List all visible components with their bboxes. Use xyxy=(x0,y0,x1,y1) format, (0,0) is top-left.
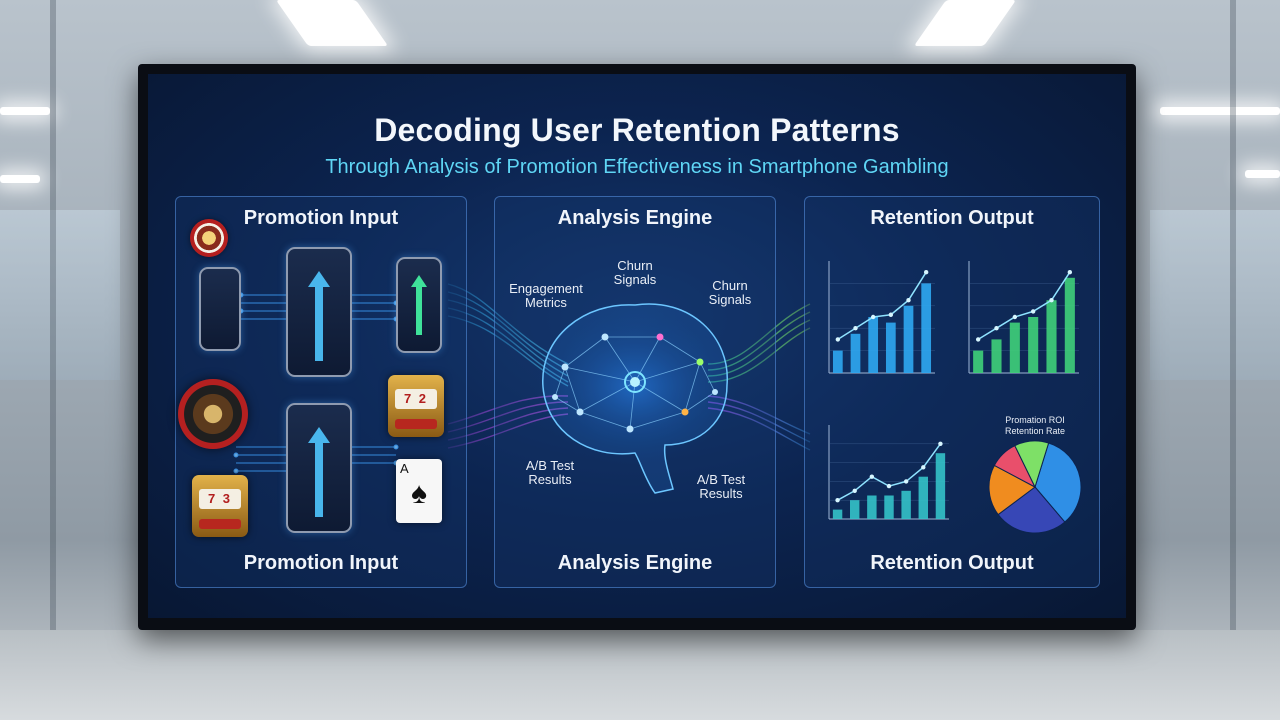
pie-slice xyxy=(988,464,1036,516)
chart-bar xyxy=(901,490,911,519)
trend-point xyxy=(835,498,840,503)
smartphone-large-bottom xyxy=(286,403,352,533)
trend-point xyxy=(938,441,943,446)
promotion-roi-pie-chart xyxy=(988,440,1082,534)
trend-point xyxy=(870,314,876,320)
label-churn-signals-right: Churn Signals xyxy=(708,278,752,307)
casino-chip-icon xyxy=(190,219,228,257)
glass-pillar xyxy=(1230,0,1236,720)
panel-footer: Analysis Engine xyxy=(557,552,713,574)
floor xyxy=(0,630,1280,720)
glass-pillar xyxy=(50,0,56,720)
ceiling-light xyxy=(0,175,40,183)
slide-display: Decoding User Retention Patterns Through… xyxy=(148,74,1126,618)
smartphone-large-top xyxy=(286,247,352,377)
trend-point xyxy=(835,337,841,342)
panel-heading: Promotion Input xyxy=(243,207,399,229)
ceiling-light xyxy=(0,107,50,115)
smartphone-small-left xyxy=(199,267,241,351)
wall-monitor: Decoding User Retention Patterns Through… xyxy=(138,64,1136,630)
chart-bar xyxy=(850,333,861,373)
panel-promotion-input: Promotion Input Promotion Input xyxy=(175,196,467,588)
retention-chart-2 xyxy=(968,261,1079,374)
chart-bar xyxy=(885,322,896,373)
card-rank: A xyxy=(400,461,409,476)
trend-point xyxy=(886,483,892,489)
neural-brain-icon xyxy=(525,302,745,494)
spade-icon: ♠ xyxy=(411,477,427,510)
trend-point xyxy=(921,465,926,470)
office-window xyxy=(0,210,120,380)
trend-point xyxy=(975,337,981,342)
trend-point xyxy=(923,270,929,275)
pie-slice xyxy=(1034,442,1082,523)
roulette-wheel-icon xyxy=(178,379,248,449)
chart-bar xyxy=(935,453,946,519)
ceiling-light xyxy=(1160,107,1280,115)
ceiling-light xyxy=(913,0,1017,46)
label-churn-signals-top: Churn Signals xyxy=(613,258,657,287)
panel-footer: Retention Output xyxy=(870,552,1034,574)
pie-caption-line2: Retention Rate xyxy=(1004,426,1066,436)
chart-bar xyxy=(918,476,928,519)
chart-bar xyxy=(921,283,932,373)
chart-bar xyxy=(884,495,894,519)
trend-point xyxy=(853,326,858,331)
retention-chart-3 xyxy=(828,425,949,520)
panel-retention-output: Retention Output Retention Output Promat… xyxy=(804,196,1100,588)
trend-point xyxy=(994,326,999,331)
chart-bar xyxy=(832,509,843,519)
chart-bar xyxy=(1064,277,1075,373)
label-engagement-metrics: Engagement Metrics xyxy=(509,281,583,310)
trend-point xyxy=(1067,270,1073,275)
trend-point xyxy=(852,488,857,493)
slot-machine-icon: 7 3 xyxy=(192,475,248,537)
smartphone-small-right xyxy=(396,257,442,353)
pie-slice xyxy=(1014,440,1050,489)
slide-subtitle: Through Analysis of Promotion Effectiven… xyxy=(325,156,949,178)
trend-point xyxy=(903,479,909,484)
pie-slice xyxy=(997,486,1066,534)
up-arrow-icon xyxy=(308,427,330,517)
chart-bar xyxy=(903,305,914,373)
up-arrow-icon xyxy=(411,275,427,335)
trend-point xyxy=(888,312,894,317)
chart-bar xyxy=(991,339,1002,373)
trend-point xyxy=(906,298,911,303)
office-window xyxy=(1150,210,1280,380)
chart-bar xyxy=(1009,322,1020,373)
chart-bar xyxy=(1046,300,1057,373)
chart-bar xyxy=(1028,317,1039,373)
up-arrow-icon xyxy=(308,271,330,361)
slot-base xyxy=(395,419,437,429)
trend-point xyxy=(869,474,875,479)
label-ab-test-left: A/B Test Results xyxy=(525,458,575,487)
slot-machine-icon: 7 2 xyxy=(388,375,444,437)
panel-footer: Promotion Input xyxy=(243,552,399,574)
panel-heading: Analysis Engine xyxy=(557,207,713,229)
panel-heading: Retention Output xyxy=(870,207,1034,229)
trend-point xyxy=(1030,309,1036,314)
chart-bar xyxy=(850,500,860,519)
retention-chart-1 xyxy=(828,261,935,374)
circuit-lines xyxy=(233,292,399,474)
chart-bar xyxy=(973,350,984,373)
slot-reels: 7 2 xyxy=(395,389,437,409)
label-ab-test-right: A/B Test Results xyxy=(696,472,746,501)
chart-bar xyxy=(832,350,843,373)
playing-card-icon: A ♠ xyxy=(396,459,442,523)
slot-base xyxy=(199,519,241,529)
pie-caption-line1: Promation ROI xyxy=(1005,415,1065,425)
chart-bar xyxy=(868,317,879,373)
slide-title: Decoding User Retention Patterns xyxy=(374,112,900,148)
trend-line xyxy=(977,271,1071,341)
slot-reels: 7 3 xyxy=(199,489,241,509)
trend-line xyxy=(837,271,927,341)
chart-bar xyxy=(867,495,877,519)
trend-point xyxy=(1012,314,1018,320)
panel-analysis-engine: Analysis Engine Analysis Engine xyxy=(494,196,776,588)
ceiling-light xyxy=(1245,170,1280,178)
trend-point xyxy=(1049,298,1054,303)
ceiling-light xyxy=(275,0,389,46)
